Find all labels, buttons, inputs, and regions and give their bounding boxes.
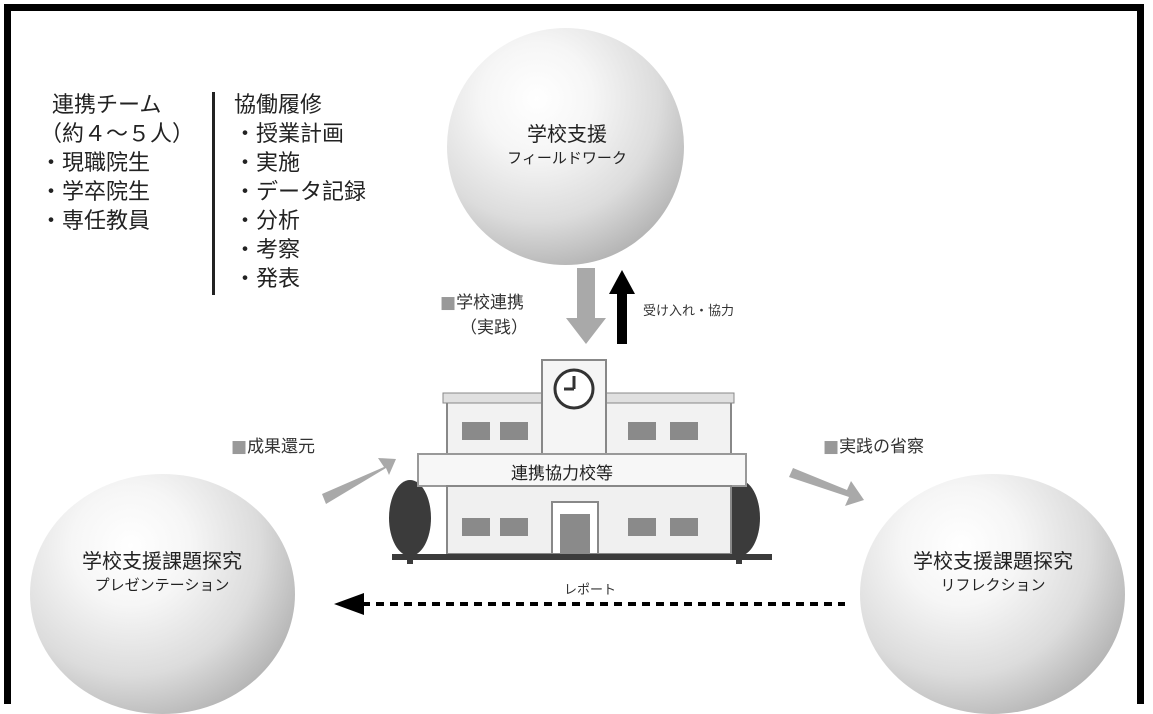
team-title: 連携チーム [52, 93, 162, 118]
team-size: （約４～５人） [40, 122, 195, 147]
coop-title: 協働履修 [234, 93, 323, 118]
frame-border [4, 4, 1144, 704]
sphere-reflection-sub: リフレクション [940, 576, 1046, 594]
diagram-frame: 連携チーム （約４～５人） ・現職院生 ・学卒院生 ・専任教員 協働履修 ・授業… [4, 4, 1144, 714]
outcome-return-label: ■成果還元 [231, 437, 316, 457]
arrow-return-icon [322, 458, 396, 504]
school-building-icon [389, 359, 772, 564]
sphere-reflection [860, 474, 1125, 714]
coop-item-2: ・実施 [234, 151, 301, 176]
coop-item-3: ・データ記録 [234, 180, 367, 205]
practice-label: （実践） [460, 318, 528, 338]
sphere-reflection-main: 学校支援課題探究 [913, 549, 1073, 573]
team-member-1: ・現職院生 [40, 151, 151, 176]
arrow-reflection-icon [789, 468, 864, 506]
coop-item-4: ・分析 [234, 209, 301, 234]
report-arrow-icon [334, 593, 845, 615]
sphere-presentation [30, 474, 295, 714]
arrow-up-icon [609, 270, 635, 344]
report-label: レポート [564, 583, 617, 598]
sphere-fieldwork-main: 学校支援 [526, 122, 607, 146]
sphere-fieldwork [447, 28, 684, 265]
team-member-3: ・専任教員 [40, 209, 151, 234]
coop-block: 協働履修 ・授業計画 ・実施 ・データ記録 ・分析 ・考察 ・発表 [234, 91, 366, 294]
school-coop-label: ■学校連携 [440, 293, 525, 313]
accept-coop-label: 受け入れ・協力 [643, 304, 735, 319]
arrow-down-icon [566, 268, 606, 344]
sphere-presentation-sub: プレゼンテーション [94, 576, 230, 594]
diagram-graphics [322, 268, 864, 615]
team-block: 連携チーム （約４～５人） ・現職院生 ・学卒院生 ・専任教員 [40, 91, 194, 236]
team-member-2: ・学卒院生 [40, 180, 151, 205]
divider-line [212, 92, 215, 295]
sphere-presentation-label: 学校支援課題探究 プレゼンテーション [82, 548, 242, 596]
sphere-fieldwork-sub: フィールドワーク [507, 149, 627, 167]
sphere-presentation-main: 学校支援課題探究 [82, 549, 242, 573]
coop-item-6: ・発表 [234, 267, 301, 292]
sphere-fieldwork-label: 学校支援 フィールドワーク [507, 121, 627, 169]
practice-reflection-label: ■実践の省察 [823, 437, 925, 457]
coop-item-1: ・授業計画 [234, 122, 345, 147]
sphere-reflection-label: 学校支援課題探究 リフレクション [913, 548, 1073, 596]
coop-item-5: ・考察 [234, 238, 301, 263]
school-sign-label: 連携協力校等 [511, 464, 613, 484]
